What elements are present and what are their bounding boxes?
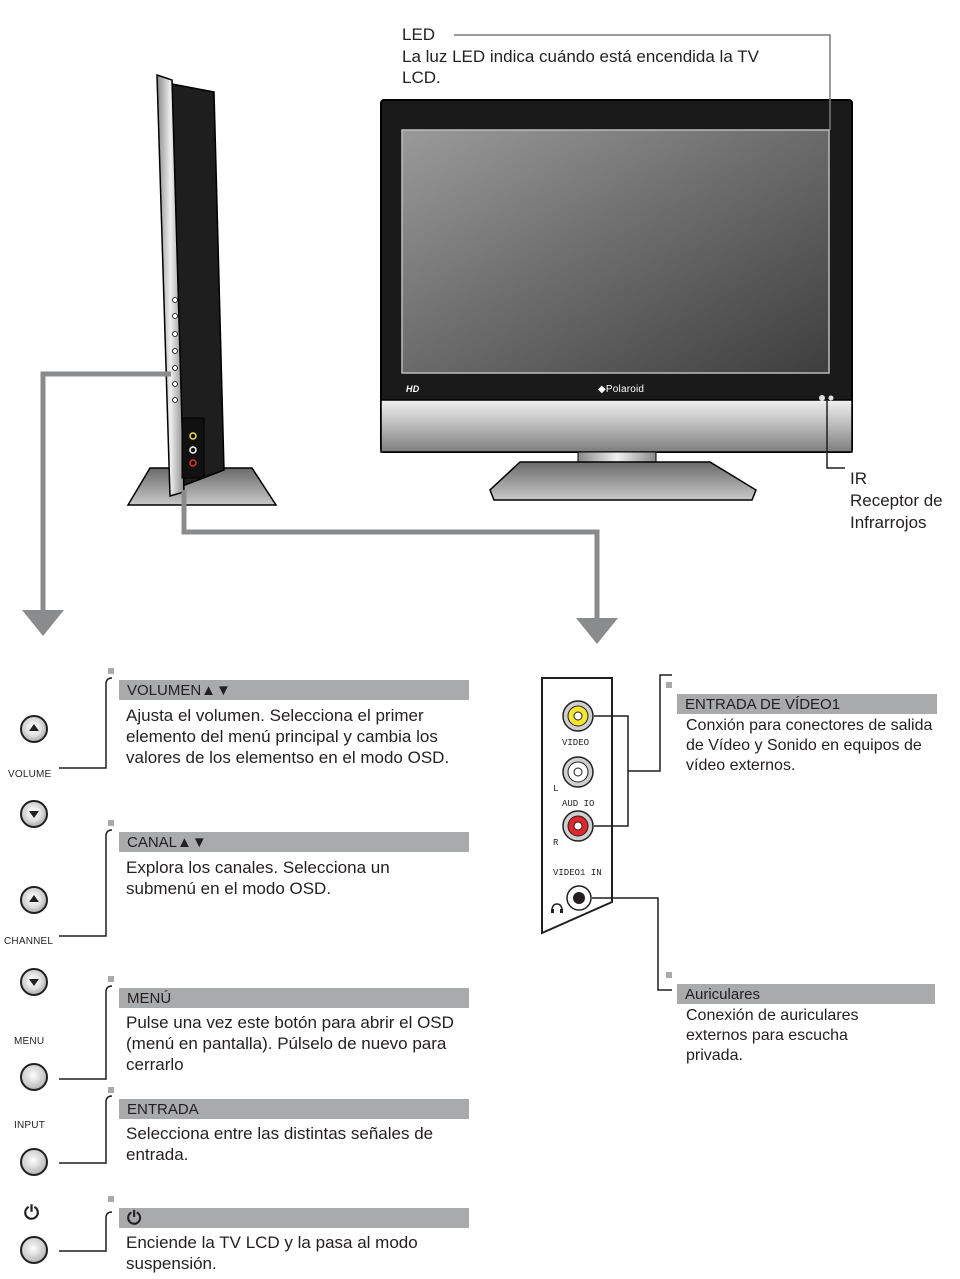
channel-section-description: Explora los canales. Selecciona un subme… [126,858,390,898]
headphones-section-title: Auriculares [685,986,761,1003]
ir-description-line1: Receptor de [850,491,943,510]
input-section-description: Selecciona entre las distintas señales d… [126,1124,434,1164]
menu-section-header: MENÚ [108,976,469,1008]
power-section-title: ⏻ [127,1208,142,1228]
headphones-leader [592,897,672,991]
channel-label: CHANNEL [4,936,54,947]
header-tag [108,1196,114,1202]
menu-label: MENU [14,1036,45,1047]
video1-section-header: ENTRADA DE VÍDEO1 [666,682,937,714]
menu-section-title: MENÚ [127,990,172,1007]
side-buttons-arrow [40,371,171,610]
header-tag [108,976,114,982]
input-section-title: ENTRADA [127,1101,199,1118]
channel-down-button[interactable] [20,968,48,996]
power-button[interactable] [20,1236,48,1264]
led-title: LED [402,25,436,44]
left-brackets [59,677,113,1252]
input-label: INPUT [14,1120,45,1131]
hd-logo: HD [406,384,420,394]
panel-video-label: VIDEO [562,738,590,748]
menu-button[interactable] [20,1063,48,1091]
led-indicator-icon [828,395,834,401]
menu-section-description: Pulse una vez este botón para abrir el O… [126,1013,454,1074]
video1-section-title: ENTRADA DE VÍDEO1 [685,696,841,713]
headphones-section-header: Auriculares [666,972,935,1004]
power-section-header: ⏻ [108,1196,469,1228]
channel-section-header: CANAL▲▼ [108,820,469,852]
ir-title: IR [850,469,867,488]
header-tag [108,820,114,826]
panel-video1-in-label: VIDEO1 IN [553,868,602,878]
volume-section-description: Ajusta el volumen. Selecciona el primer … [126,706,450,767]
power-label-icon: ⏻ [24,1203,40,1224]
triangle-down-icon [29,979,39,986]
header-tag [108,668,114,674]
power-section-description: Enciende la TV LCD y la pasa al modo sus… [126,1233,418,1273]
volume-up-button[interactable] [20,715,48,743]
volume-label: VOLUME [8,769,52,780]
channel-section-title: CANAL▲▼ [127,834,207,851]
led-description: La luz LED indica cuándo está encendida … [402,47,759,87]
ir-sensor-icon [819,395,825,401]
panel-r-label: R [553,838,559,848]
header-tag [666,972,672,978]
av-input-panel [541,677,613,935]
triangle-down-icon [29,811,39,818]
side-panel-arrow [181,490,600,618]
input-button[interactable] [20,1148,48,1176]
header-tag [108,1087,114,1093]
led-leader [454,34,831,130]
volume-section-title: VOLUMEN▲▼ [127,682,231,699]
ir-description-line2: Infrarrojos [850,513,927,532]
channel-up-button[interactable] [20,886,48,914]
triangle-up-icon [29,724,39,731]
headphones-icon [550,902,564,917]
arrow-head-left [22,610,64,636]
volume-down-button[interactable] [20,800,48,828]
brand-logo: ◆Polaroid [598,384,645,395]
triangle-up-icon [29,895,39,902]
panel-l-label: L [553,784,559,794]
panel-audio-label: AUD IO [562,799,595,809]
header-tag [666,682,672,688]
tv-side [126,73,278,506]
ir-leader [826,400,845,469]
volume-section-header: VOLUMEN▲▼ [108,668,469,700]
tv-front [380,99,853,501]
headphones-section-description: Conexión de auriculares externos para es… [686,1007,859,1064]
input-section-header: ENTRADA [108,1087,469,1119]
video1-section-description: Conxión para conectores de salida de Víd… [686,717,933,774]
video1-leader [628,674,672,772]
arrow-head-right [576,618,618,644]
